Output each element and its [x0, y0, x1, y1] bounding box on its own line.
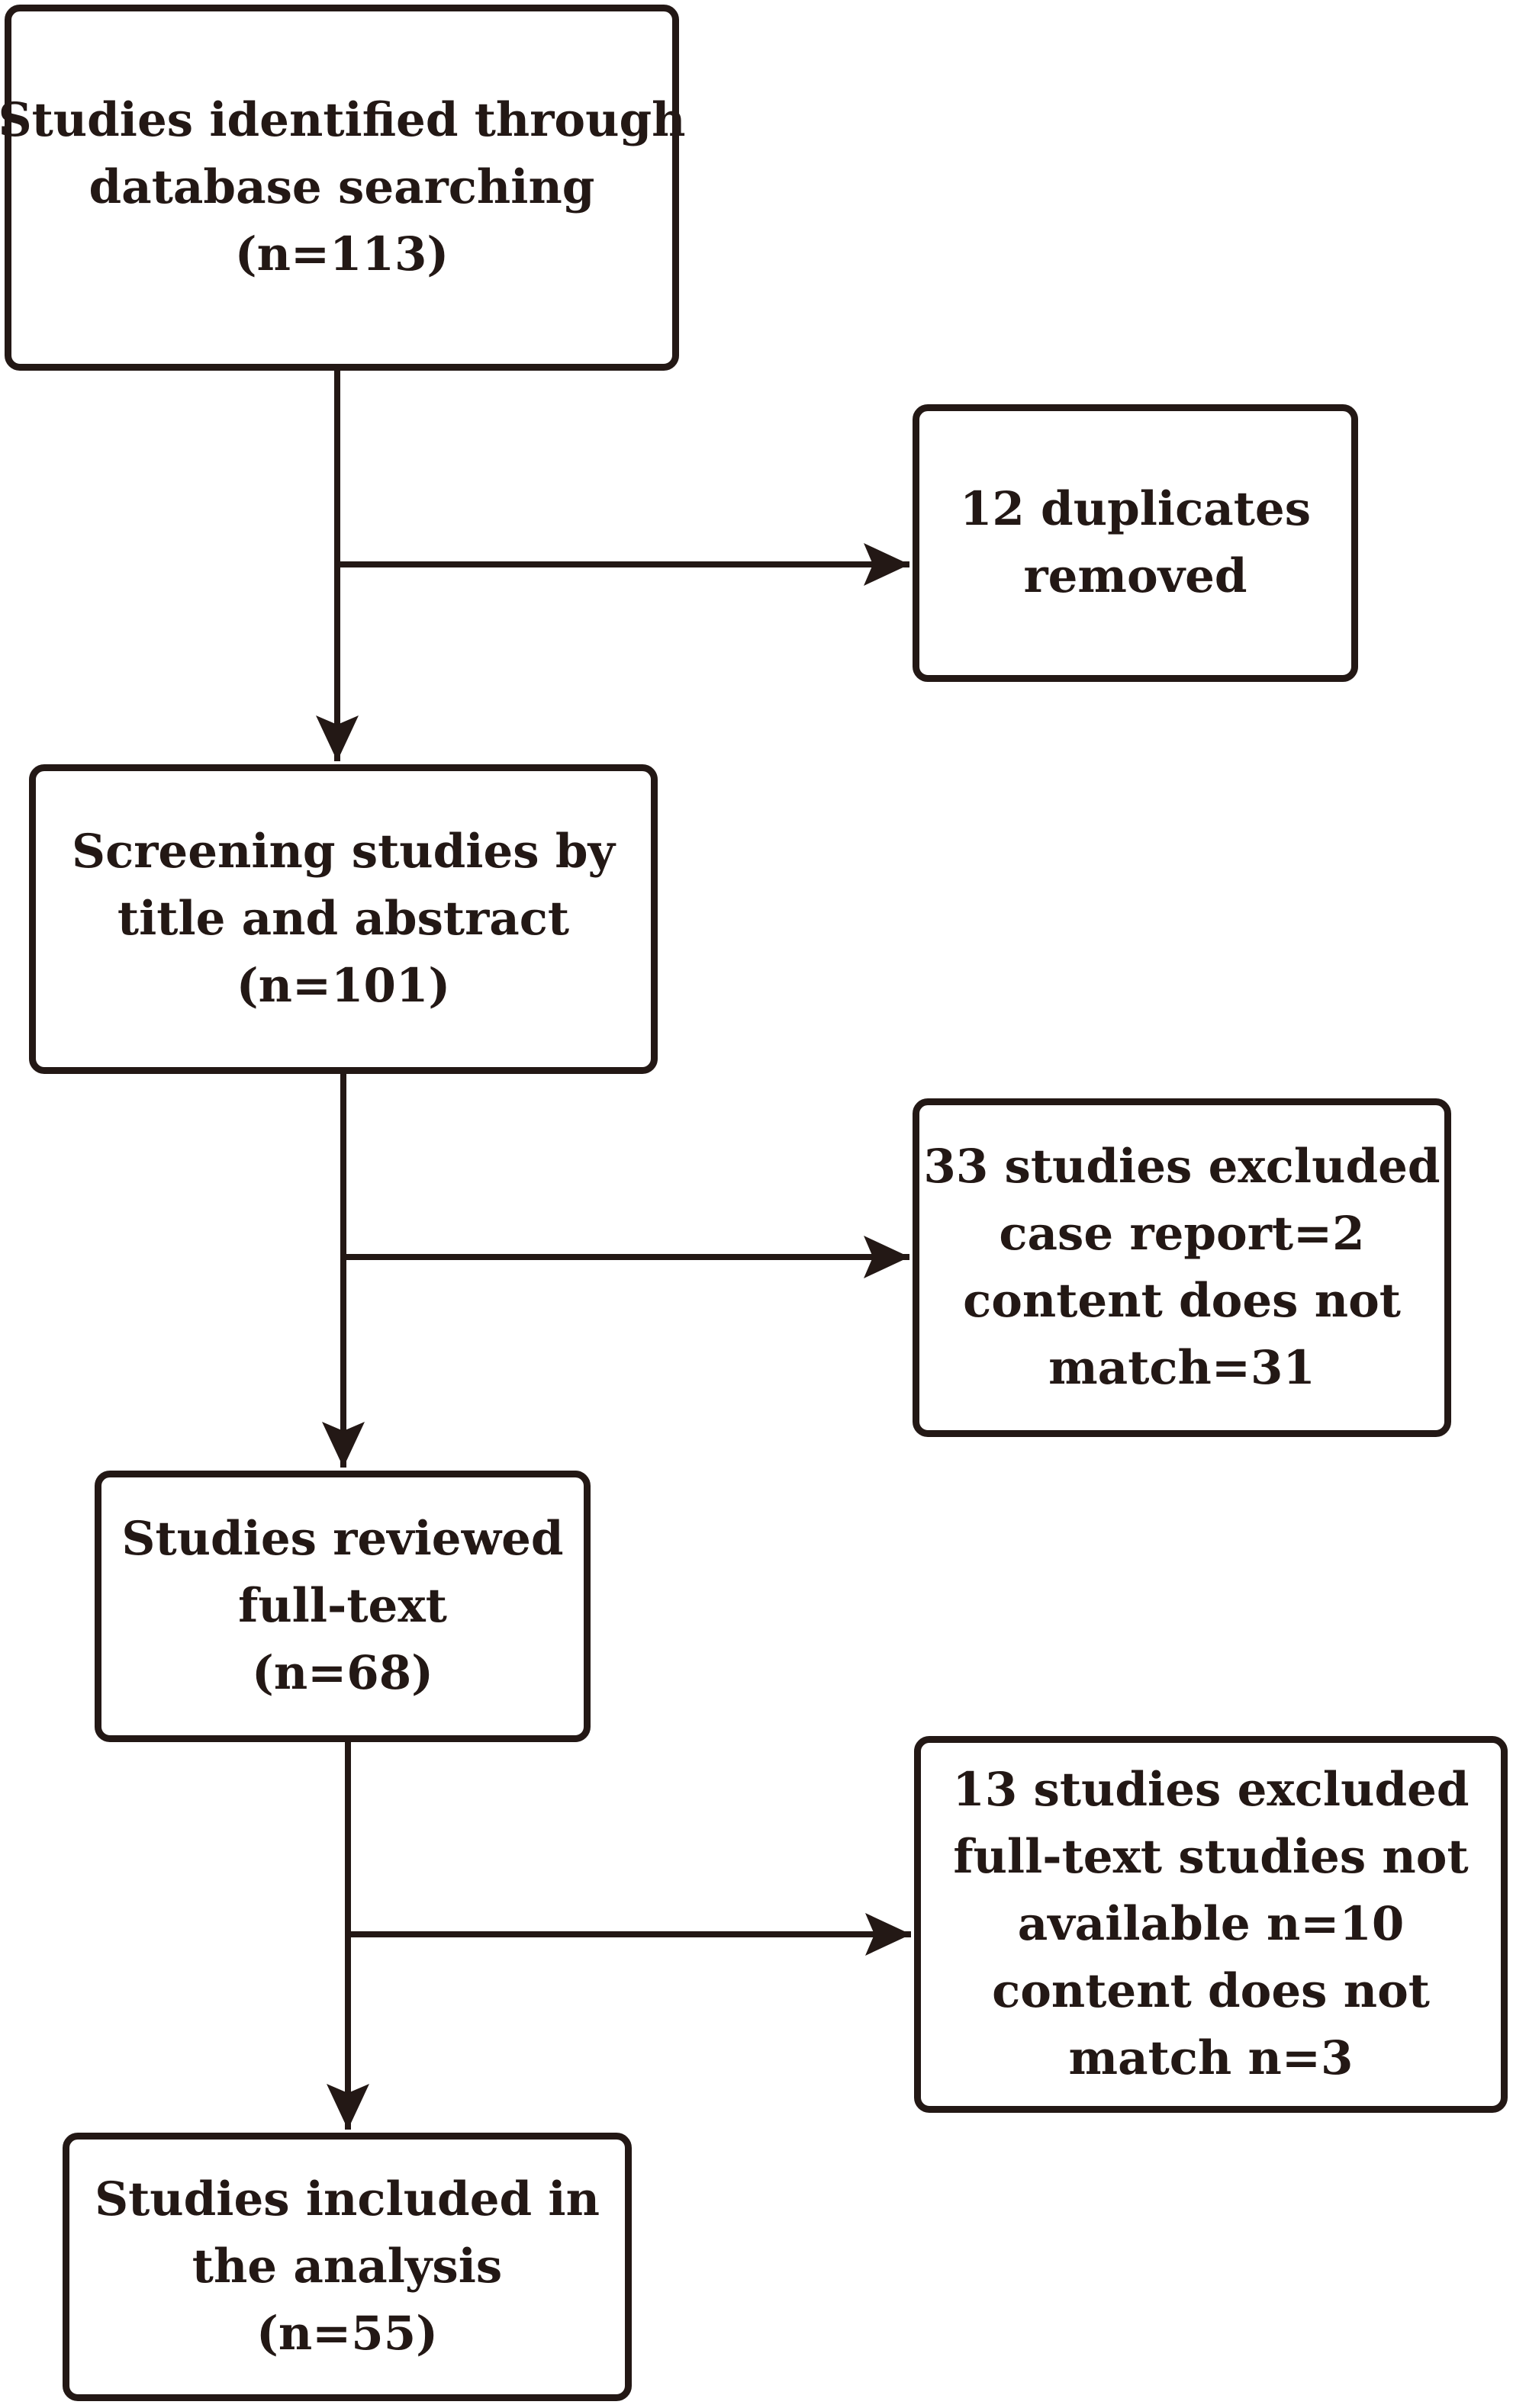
full-text-review-line-2: full-text: [238, 1579, 447, 1633]
duplicates-removed-line-1: 12 duplicates: [959, 482, 1312, 536]
screening-excluded-line-4: match=31: [1048, 1341, 1315, 1395]
screening-line-1: Screening studies by: [72, 825, 615, 879]
full-text-review-count: (n=68): [251, 1646, 434, 1700]
included-studies-count: (n=55): [256, 2307, 439, 2361]
screening-excluded-line-1: 33 studies excluded: [923, 1140, 1441, 1194]
included-studies-line-2: the analysis: [192, 2239, 503, 2294]
full-text-excluded-line-2: full-text studies not: [953, 1830, 1469, 1884]
full-text-excluded-line-5: match n=3: [1068, 2031, 1354, 2085]
screening-line-2: title and abstract: [117, 892, 570, 946]
duplicates-removed-box: 12 duplicates removed: [913, 404, 1358, 682]
identified-studies-box: Studies identified through database sear…: [0, 5, 685, 371]
full-text-excluded-line-3: available n=10: [1017, 1897, 1405, 1951]
included-studies-line-1: Studies included in: [95, 2172, 600, 2226]
duplicates-removed-line-2: removed: [1023, 549, 1247, 603]
identified-studies-line-1: Studies identified through: [0, 93, 686, 147]
full-text-excluded-box: 13 studies excluded full-text studies no…: [914, 1736, 1508, 2113]
identified-studies-count: (n=113): [234, 227, 449, 281]
full-text-excluded-line-4: content does not: [992, 1964, 1430, 2018]
screening-excluded-line-3: content does not: [963, 1274, 1401, 1328]
screening-count: (n=101): [236, 959, 451, 1013]
full-text-excluded-line-1: 13 studies excluded: [952, 1763, 1470, 1817]
full-text-review-line-1: Studies reviewed: [121, 1512, 564, 1566]
screening-excluded-line-2: case report=2: [999, 1207, 1365, 1261]
screening-box: Screening studies by title and abstract …: [29, 764, 658, 1074]
included-studies-box: Studies included in the analysis (n=55): [63, 2133, 632, 2401]
screening-excluded-box: 33 studies excluded case report=2 conten…: [913, 1098, 1451, 1437]
identified-studies-line-2: database searching: [89, 160, 595, 214]
full-text-review-box: Studies reviewed full-text (n=68): [95, 1471, 591, 1742]
